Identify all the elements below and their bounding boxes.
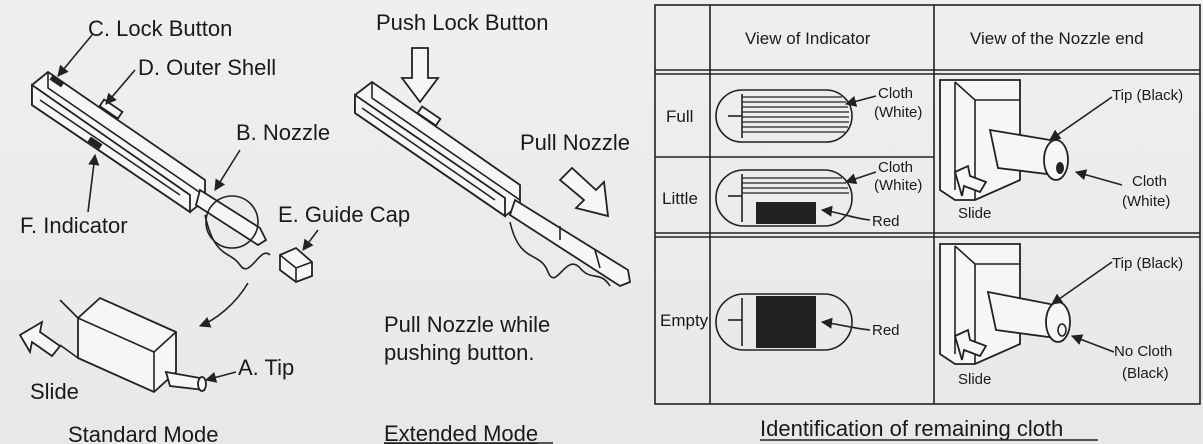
label-pull-nozzle: Pull Nozzle <box>520 130 630 155</box>
label-slide: Slide <box>30 379 79 404</box>
row-level-little: Little <box>662 189 698 208</box>
label-indicator: F. Indicator <box>20 213 128 238</box>
label-lock-button: C. Lock Button <box>88 16 232 41</box>
guide-cap <box>279 246 313 284</box>
row-level-full: Full <box>666 107 693 126</box>
nozzle-empty-cloth-2: (Black) <box>1122 365 1169 382</box>
label-outer-shell: D. Outer Shell <box>138 55 276 80</box>
nozzle-full-slide-label: Slide <box>958 205 991 222</box>
little-cloth-label-2: (White) <box>874 177 922 194</box>
little-cloth-label-1: Cloth <box>878 159 913 176</box>
caption-standard-mode: Standard Mode <box>68 422 218 444</box>
indicator-full <box>715 89 853 143</box>
cloth-table <box>654 4 1201 405</box>
little-red-label: Red <box>872 213 900 230</box>
nozzle-empty-cloth-1: No Cloth <box>1114 343 1172 360</box>
cleaner-tool-extended <box>354 80 632 288</box>
label-push-lock-button: Push Lock Button <box>376 10 548 35</box>
nozzle-full-cloth-1: Cloth <box>1132 173 1167 190</box>
row-level-empty: Empty <box>660 311 709 330</box>
instruction-line-1: Pull Nozzle while <box>384 312 550 337</box>
header-view-of-indicator: View of Indicator <box>745 29 871 48</box>
caption-extended-mode: Extended Mode <box>384 421 538 444</box>
header-view-of-nozzle: View of the Nozzle end <box>970 29 1144 48</box>
slide-arrow-empty-icon <box>953 328 988 361</box>
instruction-line-2: pushing button. <box>384 340 534 365</box>
label-tip: A. Tip <box>238 355 294 380</box>
push-arrow-icon <box>400 47 440 104</box>
full-cloth-label-1: Cloth <box>878 85 913 102</box>
label-nozzle: B. Nozzle <box>236 120 330 145</box>
nozzle-full-tip-label: Tip (Black) <box>1112 87 1183 104</box>
label-guide-cap: E. Guide Cap <box>278 202 410 227</box>
cleaner-tool-standard <box>31 70 271 270</box>
nozzle-empty-slide-label: Slide <box>958 371 991 388</box>
nozzle-empty-tip-label: Tip (Black) <box>1112 255 1183 272</box>
empty-red-label: Red <box>872 322 900 339</box>
tip-closeup <box>59 296 207 394</box>
full-cloth-label-2: (White) <box>874 104 922 121</box>
nozzle-full-cloth-2: (White) <box>1122 193 1170 210</box>
indicator-empty <box>715 293 853 351</box>
pull-arrow-icon <box>558 166 610 218</box>
indicator-little <box>715 169 853 227</box>
slide-arrow-icon <box>18 320 62 358</box>
slide-arrow-full-icon <box>953 164 988 197</box>
caption-identification: Identification of remaining cloth <box>760 416 1063 441</box>
